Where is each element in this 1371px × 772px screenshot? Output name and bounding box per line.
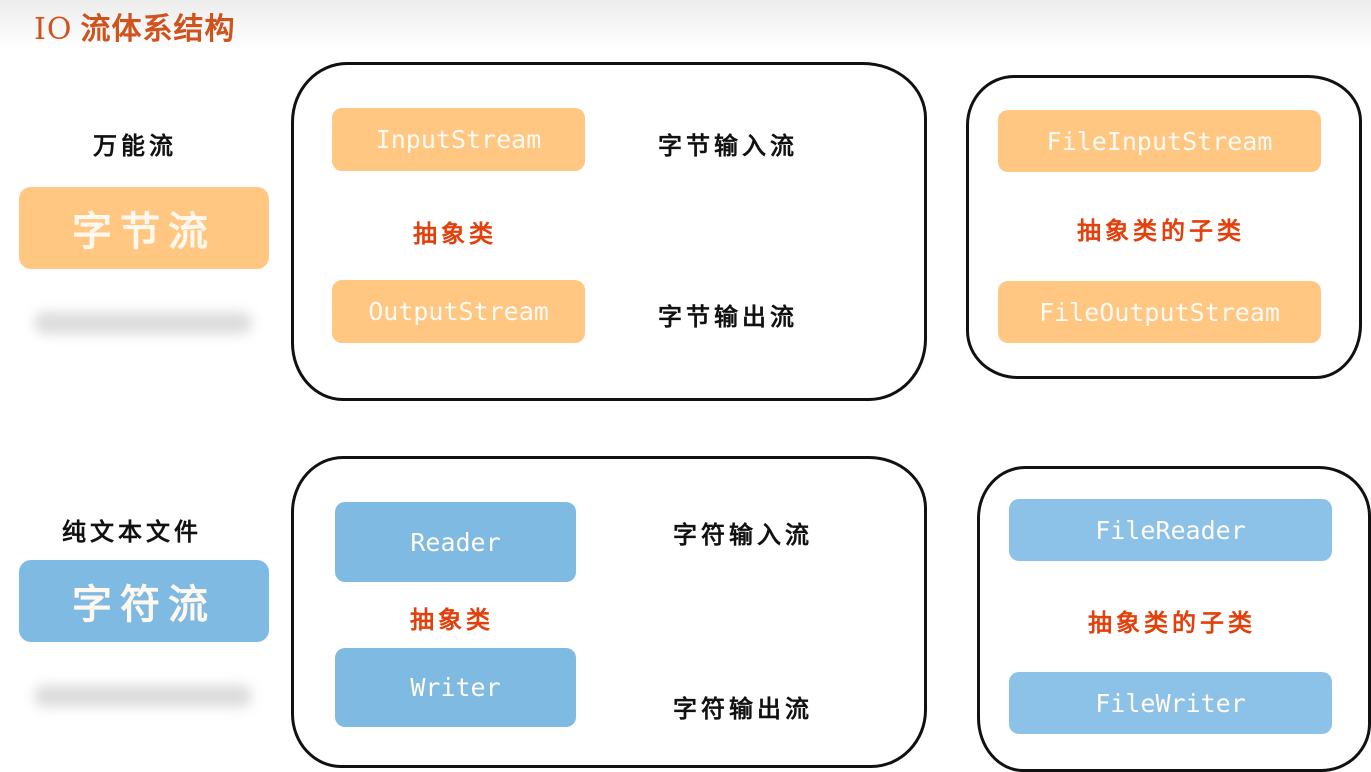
title-prefix: IO	[34, 12, 73, 47]
char-output-desc: 字符输出流	[673, 695, 813, 723]
char-stream-caption: 纯文本文件	[62, 518, 202, 546]
byte-output-desc: 字节输出流	[658, 303, 798, 331]
char-subclass-note: 抽象类的子类	[1088, 609, 1256, 637]
fileoutputstream-node: FileOutputStream	[998, 281, 1321, 343]
byte-stream-caption: 万能流	[93, 132, 177, 160]
filereader-node: FileReader	[1009, 499, 1332, 561]
byte-abstract-note: 抽象类	[413, 220, 497, 248]
fileinputstream-node: FileInputStream	[998, 110, 1321, 172]
title-bar	[0, 0, 1371, 48]
filewriter-node: FileWriter	[1009, 672, 1332, 734]
byte-input-desc: 字节输入流	[658, 132, 798, 160]
char-input-desc: 字符输入流	[673, 521, 813, 549]
byte-stream-shadow	[34, 312, 252, 334]
byte-subclass-note: 抽象类的子类	[1077, 217, 1245, 245]
writer-node: Writer	[335, 648, 576, 727]
title-text: 流体系结构	[80, 12, 236, 47]
char-abstract-note: 抽象类	[410, 606, 494, 634]
reader-node: Reader	[335, 502, 576, 582]
char-stream-category: 字符流	[19, 560, 269, 642]
outputstream-node: OutputStream	[332, 280, 585, 343]
inputstream-node: InputStream	[332, 108, 585, 171]
byte-stream-category: 字节流	[19, 187, 269, 269]
char-stream-shadow	[34, 685, 252, 707]
